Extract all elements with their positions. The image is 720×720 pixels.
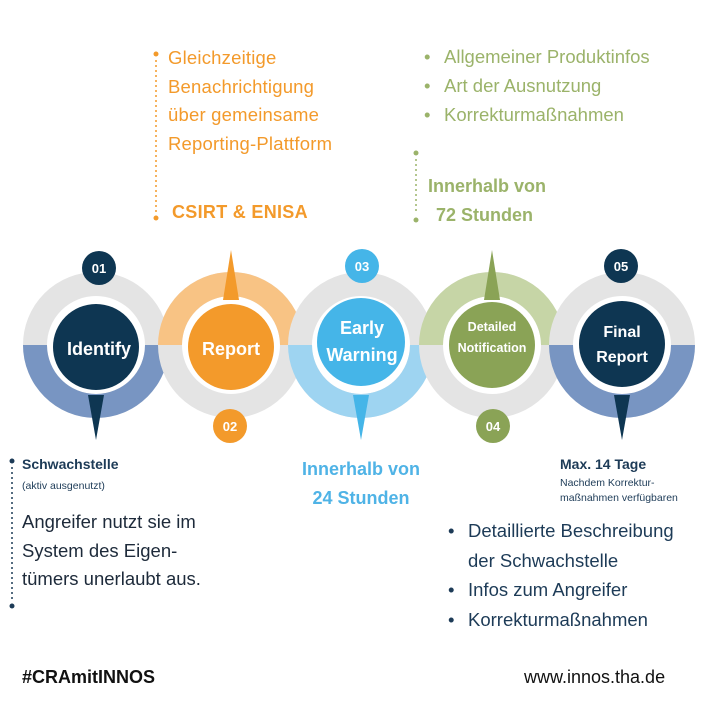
step-2-number-badge: 02	[213, 409, 247, 443]
step-3-number: 03	[355, 259, 369, 274]
step-1-node	[53, 304, 139, 440]
early-warning-deadline-line-1: Innerhalb von	[301, 459, 420, 479]
final-report-item: • Korrekturmaßnahmen	[448, 605, 674, 635]
notification-item: • Korrekturmaßnahmen	[424, 100, 650, 129]
notification-deadline: Innerhalb von 72 Stunden	[428, 172, 546, 230]
vulnerability-description-line-2: System des Eigen-	[22, 539, 178, 561]
final-report-condition-line-1: Nachdem Korrektur-	[560, 477, 655, 489]
report-description-line-3: über gemeinsame	[168, 104, 320, 125]
step-2-number: 02	[223, 419, 237, 434]
final-report-item-text: Infos zum Angreifer	[468, 579, 628, 600]
final-report-item: • Detaillierte Beschreibung	[448, 516, 674, 546]
vulnerability-title: Schwachstelle	[22, 456, 119, 472]
notification-deadline-line-2: 72 Stunden	[436, 205, 534, 225]
step-3-label-line2: Warning	[326, 345, 397, 365]
step-5-number: 05	[614, 259, 628, 274]
notification-item: • Allgemeiner Produktinfos	[424, 42, 650, 71]
step-1-number: 01	[92, 261, 106, 276]
notification-item-text: Art der Ausnutzung	[444, 75, 602, 96]
step-5-label-line1: Final	[603, 324, 640, 341]
step-3-number-badge: 03	[345, 249, 379, 283]
step-2-label: Report	[202, 339, 260, 359]
footer-hashtag: #CRAmitINNOS	[22, 667, 156, 687]
vulnerability-description-line-3: tümers unerlaubt aus.	[22, 568, 201, 589]
early-warning-deadline: Innerhalb von 24 Stunden	[282, 455, 440, 513]
report-description-line-1: Gleichzeitige	[168, 47, 277, 68]
final-report-contents-list: • Detaillierte Beschreibung der Schwachst…	[448, 516, 674, 634]
green-guide-line	[413, 150, 419, 223]
notification-deadline-line-1: Innerhalb von	[428, 176, 547, 196]
notification-contents-list: • Allgemeiner Produktinfos • Art der Ausnu…	[424, 42, 650, 129]
final-report-item: • Infos zum Angreifer	[448, 575, 674, 605]
step-4-node	[449, 250, 535, 388]
report-description-line-2: Benachrichtigung	[168, 75, 315, 97]
footer-url[interactable]: www.innos.tha.de	[524, 667, 666, 687]
notification-item-text: Korrekturmaßnahmen	[444, 104, 624, 125]
vulnerability-description: Angreifer nutzt sie im System des Eigen-…	[22, 508, 201, 594]
bullet-icon: •	[448, 520, 455, 541]
vulnerability-subtitle: (aktiv ausgenutzt)	[22, 480, 105, 492]
step-4-number-badge: 04	[476, 409, 510, 443]
bullet-icon: •	[448, 608, 455, 630]
final-report-item-continuation: der Schwachstelle	[468, 549, 619, 571]
step-4-label-line1: Detailed	[468, 320, 517, 334]
final-report-condition-line-2: maßnahmen verfügbaren	[560, 492, 678, 504]
report-description: Gleichzeitige Benachrichtigung über geme…	[168, 44, 332, 158]
bullet-icon: •	[424, 75, 431, 96]
bullet-icon: •	[448, 579, 455, 600]
navy-guide-line	[9, 458, 15, 609]
step-3-node	[317, 298, 405, 440]
orange-guide-line	[153, 51, 159, 221]
step-4-label-line2: Notification	[458, 341, 527, 355]
final-report-item-text: Korrekturmaßnahmen	[468, 608, 648, 630]
notification-item-text: Allgemeiner Produktinfos	[444, 46, 650, 67]
report-description-line-4: Reporting-Plattform	[168, 132, 333, 154]
bullet-icon: •	[424, 104, 431, 125]
final-report-item-text: Detaillierte Beschreibung	[468, 520, 674, 541]
final-report-condition: Nachdem Korrektur- maßnahmen verfügbaren	[560, 476, 678, 506]
step-4-number: 04	[486, 419, 501, 434]
notification-item: • Art der Ausnutzung	[424, 71, 650, 100]
bullet-icon: •	[424, 46, 431, 67]
step-5-number-badge: 05	[604, 249, 638, 283]
vulnerability-description-line-1: Angreifer nutzt sie im	[22, 511, 196, 532]
early-warning-deadline-line-2: 24 Stunden	[312, 488, 410, 508]
step-1-label: Identify	[67, 339, 131, 359]
report-recipient: CSIRT & ENISA	[172, 202, 308, 222]
final-report-deadline: Max. 14 Tage	[560, 456, 647, 472]
step-1-number-badge: 01	[82, 251, 116, 285]
step-2-node	[188, 250, 274, 390]
step-5-label-line2: Report	[596, 349, 648, 366]
step-5-node	[579, 301, 665, 440]
step-3-label-line1: Early	[340, 318, 384, 338]
